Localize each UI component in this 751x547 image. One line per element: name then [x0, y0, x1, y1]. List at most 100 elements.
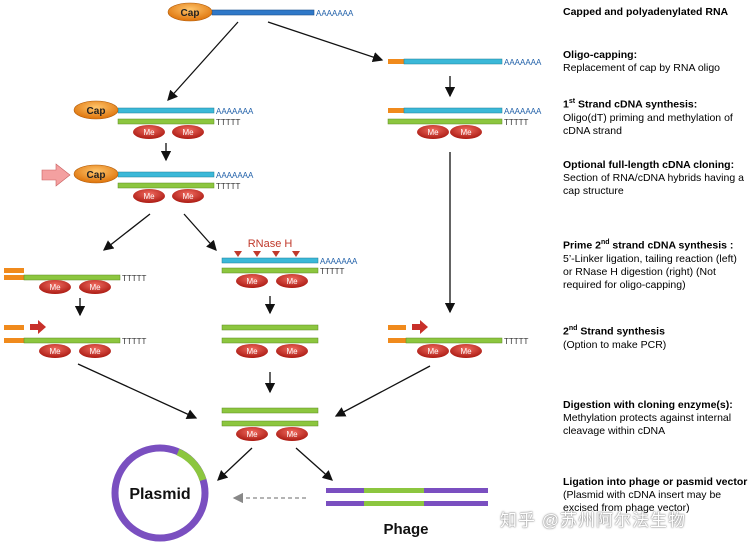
me-icon [39, 280, 71, 294]
watermark: 知乎 @苏州阿尔法生物 [500, 511, 686, 530]
step-desc: (Plasmid with cDNA insert may be excised… [563, 489, 722, 514]
poly-t-label: TTTTT [320, 267, 345, 276]
poly-t-label: TTTTT [122, 274, 147, 283]
me-icon [236, 274, 268, 288]
phage-vector: Phage [326, 488, 488, 538]
svg-text:Me: Me [286, 277, 298, 286]
step-capped-rna: Capped and polyadenylated RNA [563, 6, 748, 19]
rnase-h-digestion: RNase H AAAAAAA TTTTT Me Me [221, 238, 358, 288]
full-length-selection: Cap AAAAAAA TTTTT Me Me [41, 163, 254, 203]
poly-t-label: TTTTT [504, 337, 529, 346]
step-desc: Oligo(dT) priming and methylation of cDN… [563, 111, 733, 137]
step-title: 1st Strand cDNA synthesis: [563, 98, 698, 111]
svg-text:Me: Me [89, 347, 101, 356]
step-desc: Methylation protects against internal cl… [563, 412, 732, 437]
poly-t-label: TTTTT [216, 118, 241, 127]
arrow-to-plasmid [217, 447, 253, 481]
plasmid-vector: Plasmid [111, 444, 209, 542]
cap-label: Cap [181, 8, 200, 19]
me-icon [450, 125, 482, 139]
me-icon [276, 427, 308, 441]
svg-text:Me: Me [143, 128, 155, 137]
step-desc: (Option to make PCR) [563, 338, 667, 351]
step-desc: Section of RNA/cDNA hybrids having a cap… [563, 172, 744, 197]
arrow-cap-to-left [167, 21, 239, 101]
linker-ligation-left: TTTTT Me Me [4, 268, 147, 294]
svg-text:Me: Me [182, 192, 194, 201]
me-icon [133, 125, 165, 139]
poly-a-label: AAAAAAA [320, 257, 358, 266]
first-strand-left: Cap AAAAAAA TTTTT Me Me [73, 100, 254, 139]
step-desc: Replacement of cap by RNA oligo [563, 62, 721, 74]
second-strand-middle: Me Me [221, 324, 319, 358]
svg-text:Me: Me [460, 347, 472, 356]
step-digestion: Digestion with cloning enzyme(s): Methyl… [563, 399, 748, 438]
arrow-left-to-digest [77, 363, 198, 419]
svg-text:Me: Me [246, 277, 258, 286]
poly-t-label: TTTTT [216, 182, 241, 191]
arrow-cap-to-oligo [267, 21, 384, 63]
second-strand-right: TTTTT Me Me [388, 320, 529, 358]
me-icon [172, 125, 204, 139]
step-title: Capped and polyadenylated RNA [563, 6, 729, 18]
step-title: Optional full-length cDNA cloning: [563, 159, 735, 171]
step-title: Prime 2nd strand cDNA synthesis : [563, 239, 734, 252]
me-icon [450, 344, 482, 358]
me-icon [133, 189, 165, 203]
svg-text:Me: Me [89, 283, 101, 292]
step-full-length: Optional full-length cDNA cloning: Secti… [563, 159, 748, 198]
capped-rna: Cap AAAAAAA [167, 2, 354, 22]
me-icon [276, 274, 308, 288]
svg-text:Me: Me [286, 430, 298, 439]
svg-text:Me: Me [246, 347, 258, 356]
svg-text:Me: Me [246, 430, 258, 439]
arrow-right-to-digest [334, 365, 431, 417]
svg-text:Me: Me [286, 347, 298, 356]
svg-text:Cap: Cap [87, 170, 106, 181]
second-strand-left: TTTTT Me Me [4, 320, 147, 358]
oligo-capped-rna: AAAAAAA [388, 58, 542, 67]
cap-icon [73, 100, 119, 120]
first-strand-right: AAAAAAA TTTTT Me Me [387, 107, 542, 139]
me-icon [39, 344, 71, 358]
extension-arrow-icon [412, 320, 428, 334]
rnase-h-label: RNase H [248, 238, 293, 250]
poly-a-label: AAAAAAA [504, 107, 542, 116]
step-title: Ligation into phage or pasmid vector [563, 476, 748, 488]
poly-a-label: AAAAAAA [216, 107, 254, 116]
poly-a-label: AAAAAAA [504, 58, 542, 67]
arrow-to-phage [295, 447, 333, 481]
me-icon [276, 344, 308, 358]
me-icon [417, 125, 449, 139]
svg-text:Me: Me [49, 347, 61, 356]
me-icon [417, 344, 449, 358]
step-first-strand: 1st Strand cDNA synthesis: Oligo(dT) pri… [563, 95, 748, 138]
svg-text:Me: Me [460, 128, 472, 137]
poly-a-label: AAAAAAA [316, 9, 354, 18]
poly-a-label: AAAAAAA [216, 171, 254, 180]
me-icon [236, 344, 268, 358]
phage-label: Phage [383, 521, 428, 538]
poly-t-label: TTTTT [122, 337, 147, 346]
extension-arrow-icon [30, 320, 46, 334]
svg-text:Me: Me [427, 347, 439, 356]
cap-icon [73, 164, 119, 184]
step-second-strand: 2nd Strand synthesis (Option to make PCR… [563, 322, 748, 352]
step-desc: 5’-Linker ligation, tailing reaction (le… [563, 252, 737, 291]
svg-text:Me: Me [427, 128, 439, 137]
me-icon [172, 189, 204, 203]
me-icon [236, 427, 268, 441]
plasmid-label: Plasmid [129, 486, 190, 503]
poly-t-label: TTTTT [504, 118, 529, 127]
arrow-split-right [183, 213, 217, 251]
me-icon [79, 344, 111, 358]
svg-text:Me: Me [182, 128, 194, 137]
selection-arrow-icon [41, 163, 71, 187]
step-title: 2nd Strand synthesis [563, 325, 665, 338]
step-title: Digestion with cloning enzyme(s): [563, 399, 733, 411]
digested-cdna: Me Me [221, 407, 319, 441]
step-oligo-capping: Oligo-capping: Replacement of cap by RNA… [563, 49, 748, 75]
step-ligation: Ligation into phage or pasmid vector (Pl… [563, 476, 748, 515]
step-prime-second-strand: Prime 2nd strand cDNA synthesis : 5’-Lin… [563, 236, 748, 292]
